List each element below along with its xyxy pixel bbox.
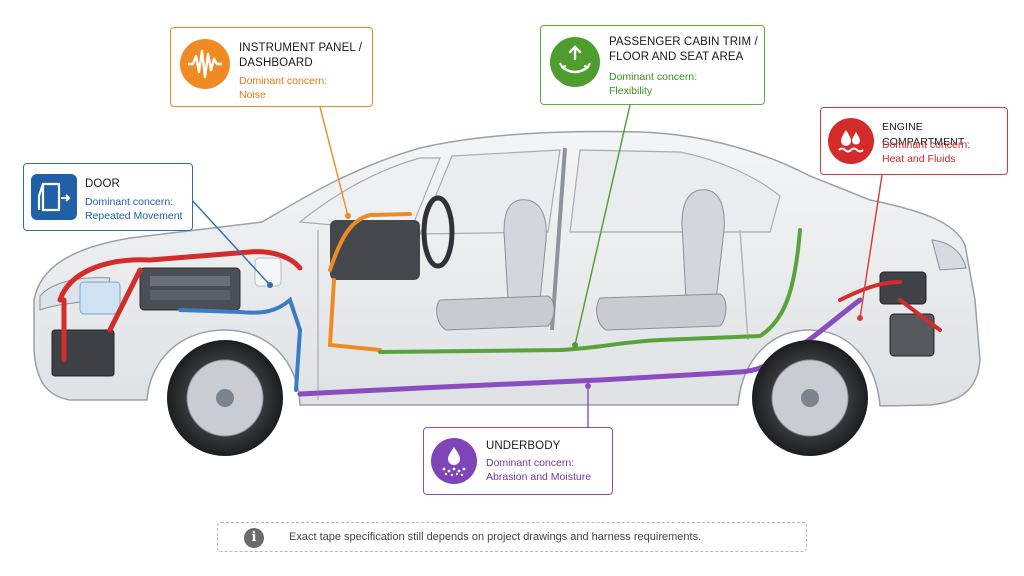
rear-seat <box>596 189 727 331</box>
concern-value: Noise <box>239 89 266 101</box>
door-harness <box>178 296 303 392</box>
b-pillar <box>550 147 567 331</box>
engine-block <box>51 257 282 377</box>
concern-label: Dominant concern: <box>882 139 971 151</box>
callout-title: DOOR <box>85 178 120 190</box>
leader-instrument <box>319 106 349 217</box>
leader-dot-underbody <box>585 383 591 389</box>
heat-fluid-icon <box>828 118 874 164</box>
callout-passenger-cabin: PASSENGER CABIN TRIM / FLOOR AND SEAT AR… <box>540 25 765 105</box>
callout-caption: Dominant concern: Repeated Movement <box>85 195 182 223</box>
concern-label: Dominant concern: <box>239 75 328 87</box>
instrument-harness <box>327 212 412 352</box>
leader-dot-door <box>267 282 273 288</box>
door-edge-rear <box>739 229 749 341</box>
leader-dot-cabin <box>572 342 578 348</box>
footnote-box: i Exact tape specification still depends… <box>217 522 807 552</box>
front-seat <box>436 199 555 331</box>
engine-harness-rear <box>838 280 942 332</box>
leader-dot-engine <box>857 315 863 321</box>
door-icon <box>31 174 77 220</box>
footnote-text: Exact tape specification still depends o… <box>289 531 702 543</box>
leader-dot-instrument <box>345 213 351 219</box>
callout-title: INSTRUMENT PANEL / DASHBOARD <box>239 42 362 69</box>
concern-value: Flexibility <box>609 85 653 97</box>
concern-label: Dominant concern: <box>486 457 575 469</box>
rear-wheel <box>752 340 868 456</box>
leader-door <box>189 197 271 286</box>
concern-label: Dominant concern: <box>609 71 698 83</box>
callout-engine-compartment: ENGINE COMPARTMENT Dominant concern: Hea… <box>820 107 1008 175</box>
concern-value: Abrasion and Moisture <box>486 471 592 483</box>
callout-caption: Dominant concern: Flexibility <box>609 70 697 98</box>
steering-wheel <box>330 195 455 280</box>
callout-door: DOOR Dominant concern: Repeated Movement <box>23 163 193 231</box>
callout-instrument-panel: INSTRUMENT PANEL / DASHBOARD Dominant co… <box>170 27 373 107</box>
leader-engine <box>859 174 883 319</box>
cabin-harness <box>378 228 802 354</box>
callout-caption: Dominant concern: Heat and Fluids <box>882 138 970 166</box>
droplet-grit-icon <box>431 438 477 484</box>
callout-caption: Dominant concern: Abrasion and Moisture <box>486 456 591 484</box>
taillight <box>931 239 967 271</box>
concern-value: Heat and Fluids <box>882 153 956 165</box>
callout-title: UNDERBODY <box>486 440 561 452</box>
callout-caption: Dominant concern: Noise <box>239 74 327 102</box>
leader-cabin <box>574 104 631 346</box>
engine-harness <box>57 249 303 363</box>
callout-underbody: UNDERBODY Dominant concern: Abrasion and… <box>423 427 613 495</box>
front-wheel <box>167 340 283 456</box>
sound-wave-icon <box>180 39 230 89</box>
leader-lines <box>189 104 883 427</box>
concern-value: Repeated Movement <box>85 210 183 222</box>
callout-title: PASSENGER CABIN TRIM / FLOOR AND SEAT AR… <box>609 36 758 63</box>
concern-label: Dominant concern: <box>85 196 174 208</box>
flex-arrows-icon <box>550 37 600 87</box>
rear-side-window <box>569 149 781 233</box>
info-icon: i <box>244 528 264 548</box>
callout-title: ENGINE COMPARTMENT <box>882 121 965 148</box>
